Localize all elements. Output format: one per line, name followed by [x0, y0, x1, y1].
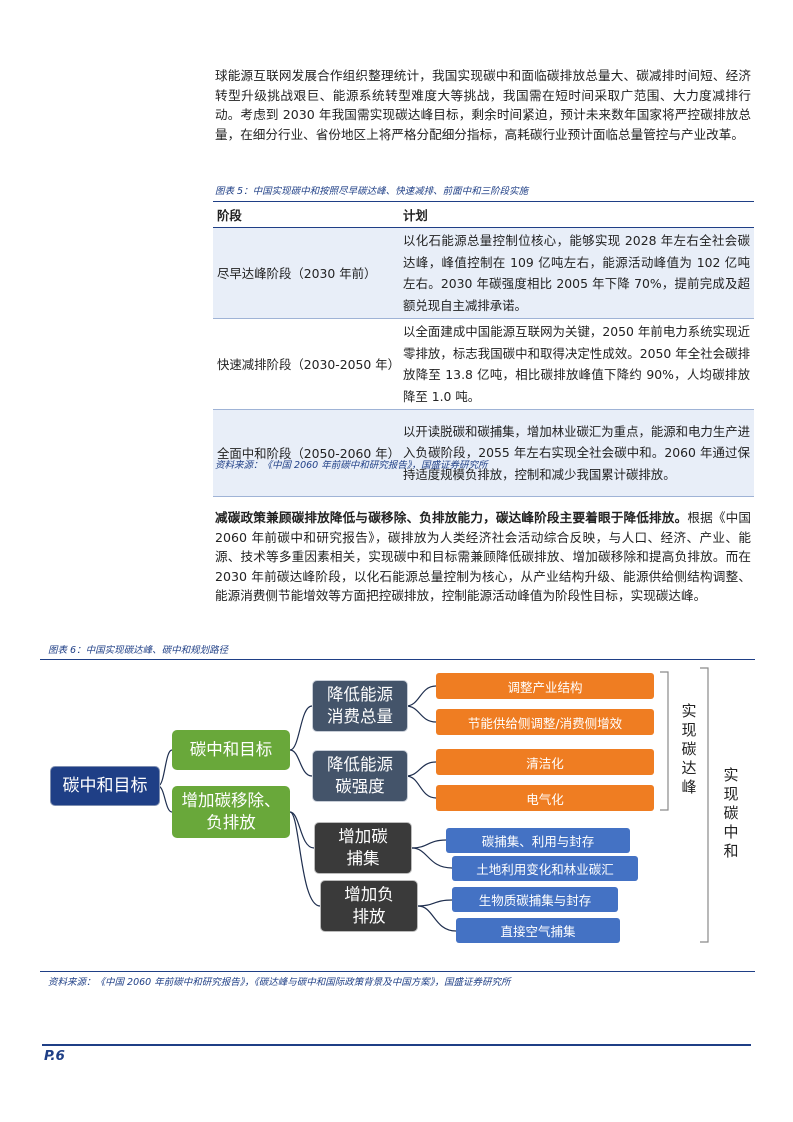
plan-cell: 以化石能源总量控制位核心，能够实现 2028 年左右全社会碳达峰，峰值控制在 1…: [399, 227, 754, 319]
leaf-beccs: 生物质碳捕集与封存: [452, 887, 618, 912]
plan-cell: 以全面建成中国能源互联网为关键，2050 年前电力系统实现近零排放，标志我国碳中…: [399, 318, 754, 410]
policy-lead: 减碳政策兼顾碳排放降低与碳移除、负排放能力，碳达峰阶段主要着眼于降低排放。: [215, 510, 688, 525]
label-peak: 实现碳达峰: [681, 702, 697, 796]
carbon-plan-table: 阶段 计划 尽早达峰阶段（2030 年前） 以化石能源总量控制位核心，能够实现 …: [213, 203, 754, 497]
goal-node-neutral: 碳中和目标: [172, 730, 290, 770]
policy-body: 根据《中国 2060 年前碳中和研究报告》，碳排放为人类经济社会活动综合反映，与…: [215, 510, 752, 603]
intro-paragraph: 球能源互联网发展合作组织整理统计，我国实现碳中和面临碳排放总量大、碳减排时间短、…: [215, 68, 751, 142]
mid-node-negative: 增加负排放: [320, 880, 418, 932]
header-plan: 计划: [399, 203, 754, 228]
stage-cell: 全面中和阶段（2050-2060 年）: [213, 409, 400, 497]
footer-rule: [42, 1044, 751, 1046]
mid-node-reduce-intensity: 降低能源碳强度: [312, 750, 408, 802]
leaf-clean: 清洁化: [436, 749, 654, 775]
leaf-dac: 直接空气捕集: [456, 918, 620, 943]
figure5-top-rule: [213, 201, 754, 202]
mid-node-capture: 增加碳捕集: [314, 822, 412, 874]
figure5-caption: 图表 5：中国实现碳中和按照尽早碳达峰、快速减排、前面中和三阶段实施: [215, 186, 529, 197]
leaf-electrification: 电气化: [436, 785, 654, 811]
header-stage: 阶段: [213, 203, 399, 228]
stage-cell: 快速减排阶段（2030-2050 年）: [213, 318, 400, 410]
figure6-caption: 图表 6：中国实现碳达峰、碳中和规划路径: [48, 645, 229, 656]
leaf-energy-efficiency: 节能供给侧调整/消费侧增效: [436, 709, 654, 735]
mid-node-reduce-total: 降低能源消费总量: [312, 680, 408, 732]
leaf-ccus: 碳捕集、利用与封存: [446, 828, 630, 853]
root-node: 碳中和目标: [50, 766, 160, 806]
goal-node-removal: 增加碳移除、负排放: [172, 786, 290, 838]
leaf-land-forestry: 土地利用变化和林业碳汇: [452, 856, 638, 881]
figure5-source: 资料来源：《中国 2060 年前碳中和研究报告》，国盛证券研究所: [215, 460, 488, 471]
figure6-top-rule: [40, 659, 755, 660]
table-row: 快速减排阶段（2030-2050 年） 以全面建成中国能源互联网为关键，2050…: [213, 318, 754, 410]
plan-cell: 以开读脱碳和碳捕集，增加林业碳汇为重点，能源和电力生产进入负碳阶段，2055 年…: [399, 409, 754, 497]
policy-paragraph: 减碳政策兼顾碳排放降低与碳移除、负排放能力，碳达峰阶段主要着眼于降低排放。根据《…: [215, 508, 751, 606]
table-row: 尽早达峰阶段（2030 年前） 以化石能源总量控制位核心，能够实现 2028 年…: [213, 227, 754, 319]
label-neutral: 实现碳中和: [723, 766, 739, 860]
table-row: 全面中和阶段（2050-2060 年） 以开读脱碳和碳捕集，增加林业碳汇为重点，…: [213, 409, 754, 497]
page-number: P.6: [44, 1048, 65, 1064]
figure6-bottom-rule: [40, 971, 755, 972]
figure6-source: 资料来源：《中国 2060 年前碳中和研究报告》，《碳达峰与碳中和国际政策背景及…: [48, 977, 511, 988]
leaf-industry-structure: 调整产业结构: [436, 673, 654, 699]
stage-cell: 尽早达峰阶段（2030 年前）: [213, 227, 399, 319]
